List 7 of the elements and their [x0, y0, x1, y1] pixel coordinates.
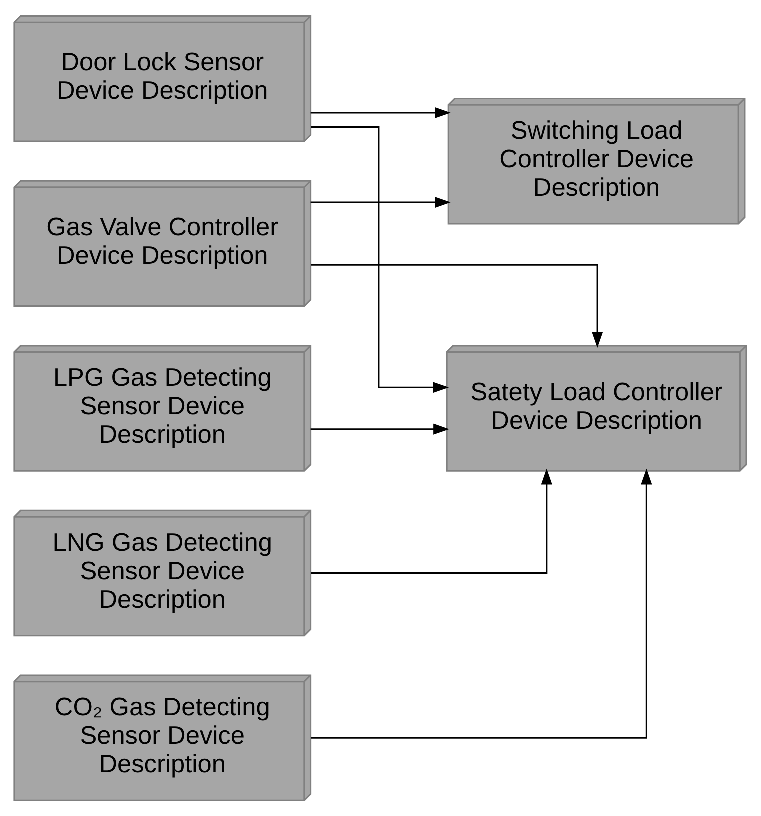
arrow: [311, 126, 450, 393]
arrow: [311, 468, 552, 574]
arrow: [310, 196, 451, 208]
arrow: [310, 423, 450, 434]
arrow: [311, 468, 652, 738]
arrow: [311, 264, 604, 348]
arrow: [310, 106, 451, 118]
